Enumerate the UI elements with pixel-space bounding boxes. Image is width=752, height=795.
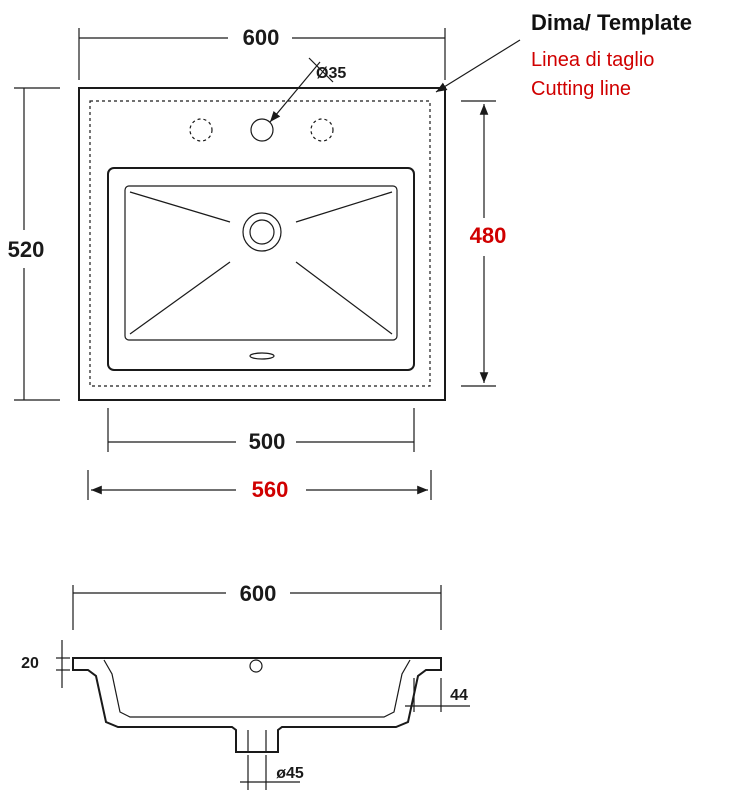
slope-line-tl (129, 191, 231, 223)
template-title: Dima/ Template (531, 10, 692, 35)
bowl-inner (124, 185, 398, 341)
side-profile-inner (103, 659, 411, 718)
slope-line-bl (129, 261, 231, 335)
top-width-label: 600 (243, 25, 280, 50)
hole-diameter-label: Ø35 (316, 65, 346, 82)
top-height-label: 520 (8, 237, 45, 262)
slope-line-tr (295, 191, 393, 223)
side-view: 600 20 44 ø45 (21, 581, 470, 790)
cut-height-label: 480 (470, 223, 507, 248)
note-cut-line-en: Cutting line (531, 78, 631, 100)
note-cut-line-it: Linea di taglio (531, 49, 654, 71)
bowl-width-label: 500 (249, 429, 286, 454)
hole-leader-slash (308, 57, 334, 83)
drain-diameter-label: ø45 (276, 765, 304, 782)
drain-offset-label: 44 (450, 687, 468, 704)
bowl-outer (107, 167, 415, 371)
template-leader-arrow (435, 39, 521, 93)
slope-line-br (295, 261, 393, 335)
side-profile-outer (72, 657, 442, 753)
side-width-label: 600 (240, 581, 277, 606)
tap-hole-right-icon (310, 118, 334, 142)
overflow-icon (249, 352, 275, 360)
rim-thickness-label: 20 (21, 655, 39, 672)
top-view: Ø35 600 520 480 (8, 25, 507, 502)
top-view-outline (78, 87, 446, 401)
drain-outer-icon (242, 212, 282, 252)
cutting-line (89, 100, 431, 387)
hole-leader-arrow (269, 61, 321, 123)
tap-hole-left-icon (189, 118, 213, 142)
cut-width-label: 560 (252, 477, 289, 502)
tap-hole-center-icon (250, 118, 274, 142)
side-tap-hole-icon (249, 659, 263, 673)
drain-inner-icon (249, 219, 275, 245)
